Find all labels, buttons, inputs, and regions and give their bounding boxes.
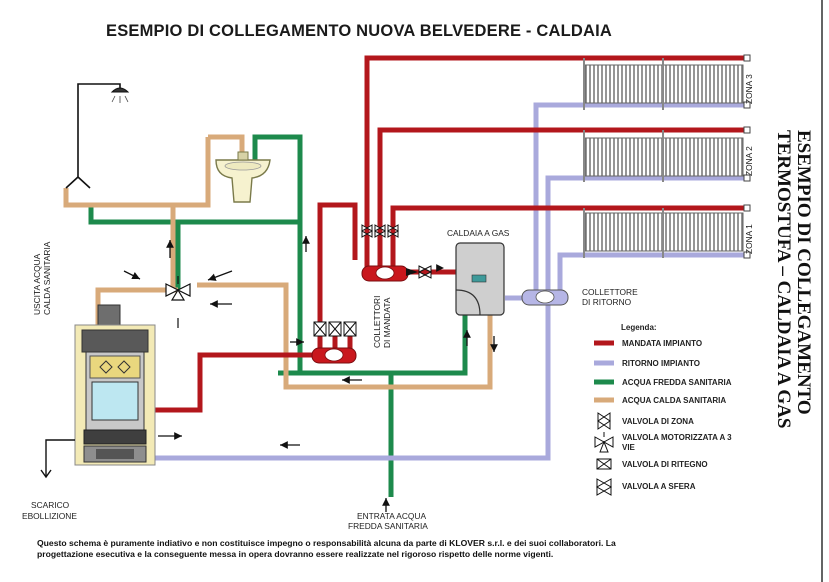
delivery-zone2 xyxy=(377,127,744,272)
svg-text:VALVOLA A SFERA: VALVOLA A SFERA xyxy=(622,482,696,491)
legend-item-zone-valve: VALVOLA DI ZONA xyxy=(597,412,694,430)
legend-item-mandata: MANDATA IMPIANTO xyxy=(594,339,702,348)
check-valves xyxy=(313,321,357,337)
shower-head-icon xyxy=(110,87,130,93)
cold-water-shower xyxy=(88,205,300,225)
radiator-zone2 xyxy=(583,130,744,182)
footer-line-1: Questo schema è puramente indiativo e no… xyxy=(37,538,616,548)
three-way-valve-icon xyxy=(594,432,614,453)
svg-text:VALVOLA DI RITEGNO: VALVOLA DI RITEGNO xyxy=(622,460,708,469)
return-manifold-label-2: DI RITORNO xyxy=(582,297,632,307)
boiler-flow-arrow-icon xyxy=(406,268,418,276)
drain-label-2: EBOLLIZIONE xyxy=(22,511,77,521)
shower xyxy=(65,83,130,189)
radiator-zone3 xyxy=(583,58,744,110)
zone-valve-icon xyxy=(387,224,399,238)
legend-item-calda: ACQUA CALDA SANITARIA xyxy=(594,396,726,405)
svg-text:MANDATA IMPIANTO: MANDATA IMPIANTO xyxy=(622,339,702,348)
cold-water-mixer xyxy=(91,219,181,290)
gas-boiler xyxy=(455,242,505,316)
legend-item-check-valve: VALVOLA DI RITEGNO xyxy=(596,458,708,470)
svg-text:DI MANDATA: DI MANDATA xyxy=(382,297,392,348)
delivery-manifold-link xyxy=(317,202,358,355)
drain-label-1: SCARICO xyxy=(31,500,70,510)
return-zone1 xyxy=(557,252,744,298)
radiator-zone1 xyxy=(583,208,744,258)
three-way-mixing-valve xyxy=(165,276,191,328)
flow-arrows xyxy=(123,236,498,512)
boiler-label: CALDAIA A GAS xyxy=(447,228,510,238)
thermostove xyxy=(74,304,156,466)
footer-line-2: progettazione esecutiva e la conseguente… xyxy=(37,549,553,559)
svg-text:USCITA ACQUA: USCITA ACQUA xyxy=(32,253,42,315)
side-title-line2: TERMOSTUFA – CALDAIA A GAS xyxy=(773,130,794,428)
return-manifold-label-1: COLLETTORE xyxy=(582,287,638,297)
side-title-line1: ESEMPIO DI COLLEGAMENTO xyxy=(793,130,814,415)
return-zone3 xyxy=(533,102,744,298)
arrow-icon xyxy=(207,270,233,281)
delivery-zone3 xyxy=(364,55,744,272)
svg-text:VIE: VIE xyxy=(622,443,636,452)
legend-item-ball-valve: VALVOLA A SFERA xyxy=(595,478,696,496)
zone-valves xyxy=(361,224,399,238)
return-zone2 xyxy=(545,175,744,298)
return-manifold xyxy=(521,289,569,306)
svg-text:RITORNO IMPIANTO: RITORNO IMPIANTO xyxy=(622,359,700,368)
cold-water-loop xyxy=(391,315,468,376)
delivery-zone1 xyxy=(390,205,744,272)
legend-title: Legenda: xyxy=(621,323,657,332)
hot-water-outlet-label: USCITA ACQUA CALDA SANITARIA xyxy=(32,241,52,315)
page-title: ESEMPIO DI COLLEGAMENTO NUOVA BELVEDERE … xyxy=(106,22,612,40)
ball-valve-icon xyxy=(595,478,613,496)
svg-text:VALVOLA DI ZONA: VALVOLA DI ZONA xyxy=(622,417,694,426)
check-valve-icon xyxy=(328,321,342,337)
zone-label-3: ZONA 3 xyxy=(744,74,754,104)
svg-text:CALDA SANITARIA: CALDA SANITARIA xyxy=(42,241,52,315)
zone-valve-icon xyxy=(597,412,611,430)
cold-water-main xyxy=(278,370,394,497)
legend-item-ritorno: RITORNO IMPIANTO xyxy=(594,359,700,368)
delivery-manifold-label: COLLETTORI DI MANDATA xyxy=(372,296,392,348)
check-valve-icon xyxy=(343,321,357,337)
washbasin xyxy=(215,151,271,203)
delivery-manifold-top xyxy=(361,265,409,282)
zone-label-1: ZONA 1 xyxy=(744,224,754,254)
svg-text:VALVOLA MOTORIZZATA A 3: VALVOLA MOTORIZZATA A 3 xyxy=(622,433,732,442)
legend-item-fredda: ACQUA FREDDA SANITARIA xyxy=(594,378,732,387)
drain-pipe xyxy=(40,439,75,479)
cold-inlet-label-1: ENTRATA ACQUA xyxy=(357,511,426,521)
hot-water-up xyxy=(63,137,211,208)
cold-water-riser xyxy=(252,134,303,373)
arrow-icon xyxy=(123,270,141,280)
cold-inlet-label-2: FREDDA SANITARIA xyxy=(348,521,428,531)
check-valve-icon xyxy=(313,321,327,337)
zone-label-2: ZONA 2 xyxy=(744,146,754,176)
hot-water-main xyxy=(197,282,493,390)
delivery-stove xyxy=(142,352,318,413)
svg-text:ACQUA FREDDA SANITARIA: ACQUA FREDDA SANITARIA xyxy=(622,378,732,387)
side-title: ESEMPIO DI COLLEGAMENTO TERMOSTUFA – CAL… xyxy=(773,130,814,428)
ball-valve-icon xyxy=(417,265,433,279)
radiators xyxy=(583,54,751,259)
svg-text:COLLETTORI: COLLETTORI xyxy=(372,296,382,348)
zone-valve-icon xyxy=(374,224,386,238)
zone-valve-icon xyxy=(361,224,373,238)
svg-text:ACQUA CALDA SANITARIA: ACQUA CALDA SANITARIA xyxy=(622,396,726,405)
check-valve-icon xyxy=(596,458,612,470)
delivery-manifold-bottom xyxy=(311,347,357,364)
legend-item-three-way: VALVOLA MOTORIZZATA A 3 VIE xyxy=(594,432,732,453)
legend: Legenda: MANDATA IMPIANTO RITORNO IMPIAN… xyxy=(594,323,732,496)
